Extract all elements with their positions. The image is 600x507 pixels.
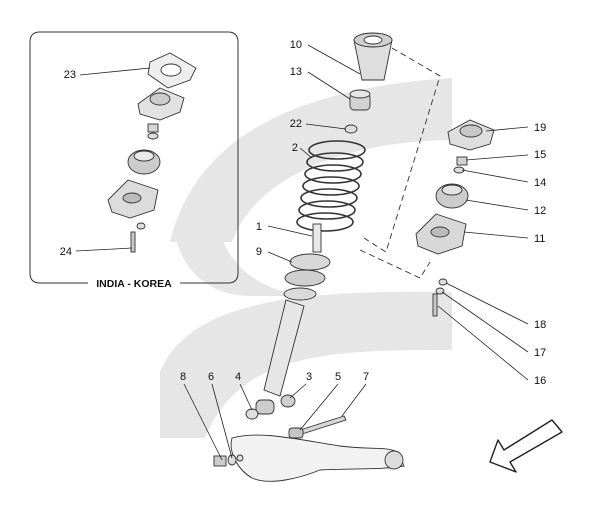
callout-5: 5 (335, 371, 341, 383)
callout-18: 18 (534, 319, 546, 331)
callout-11: 11 (534, 233, 545, 245)
callout-13: 13 (290, 66, 302, 78)
control-arm (230, 434, 405, 482)
callout-4: 4 (235, 371, 241, 383)
callout-labels: 1 2 3 4 5 6 7 8 9 10 11 12 13 15 14 16 1… (60, 39, 547, 387)
mount-nut (453, 156, 468, 174)
washer (344, 124, 358, 134)
leader-lines (75, 44, 529, 461)
dust-boot (353, 32, 393, 81)
callout-14: 14 (534, 177, 546, 189)
callout-16: 16 (534, 375, 546, 387)
watermark-logo (160, 78, 452, 438)
callout-8: 8 (180, 371, 186, 383)
callout-22: 22 (290, 118, 302, 130)
damper-body (263, 299, 305, 397)
callout-17: 17 (534, 347, 546, 359)
callout-3: 3 (306, 371, 312, 383)
mount-plate (415, 213, 467, 255)
mount-bushing (435, 183, 469, 209)
callout-12: 12 (534, 205, 546, 217)
lower-spring-seat (283, 253, 331, 301)
right-mount-dashed-frame (359, 47, 441, 279)
callout-7: 7 (363, 371, 369, 383)
top-mount (447, 119, 495, 151)
callout-15: 15 (534, 149, 546, 161)
callout-1: 1 (256, 221, 262, 233)
inset-top-mount (137, 87, 185, 121)
inset-panel: INDIA - KOREA (29, 31, 239, 290)
mounting-bolt (288, 415, 347, 439)
inset-top-mount-plate (147, 52, 197, 89)
inset-bump-stop (127, 149, 161, 175)
bump-stop (349, 89, 371, 111)
mount-bolt (432, 278, 448, 317)
inset-spring-seat (107, 179, 159, 219)
callout-23: 23 (64, 69, 76, 81)
inset-washer-bolt (130, 222, 146, 253)
coil-spring (296, 140, 366, 232)
callout-24: 24 (60, 246, 72, 258)
callout-9: 9 (256, 246, 262, 258)
damper-rod (312, 223, 322, 253)
callout-19: 19 (534, 122, 546, 134)
callout-2: 2 (292, 142, 298, 154)
lower-bushing (245, 394, 296, 420)
arrow-down-left-icon (489, 419, 563, 473)
callout-10: 10 (290, 39, 302, 51)
callout-6: 6 (208, 371, 214, 383)
inset-nut (147, 123, 159, 140)
inset-title: INDIA - KOREA (96, 278, 172, 290)
